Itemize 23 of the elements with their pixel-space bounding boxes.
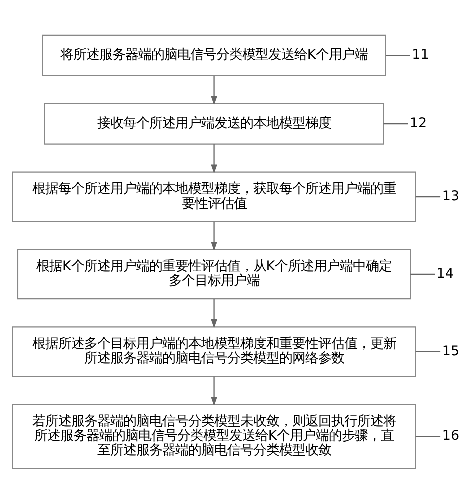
- node-text: 14: [436, 266, 454, 282]
- node-box: 接收每个所述用户端发送的本地模型梯度: [44, 102, 384, 144]
- arrow: [211, 144, 218, 174]
- connector: [384, 123, 408, 124]
- node-text: 13: [442, 189, 460, 204]
- connector: [416, 435, 441, 437]
- node-box: 若所述服务器端的脑电信号分类模型未收敛，则返回执行所述将所述服务器端的脑电信号分类模型发送给K个用户端的步骤，直至所述服务器端的脑电信号分类模型收敛: [12, 404, 416, 469]
- connector: [386, 54, 410, 56]
- arrow: [211, 376, 218, 406]
- connector: [416, 350, 441, 352]
- connector: [416, 196, 441, 198]
- node-text: 12: [410, 116, 428, 132]
- node-text: 11: [412, 48, 430, 63]
- node-box: 根据每个所述用户端的本地模型梯度，获取每个所述用户端的重要性评估值: [12, 171, 416, 222]
- node-box: 将所述服务器端的脑电信号分类模型发送给K个用户端: [42, 34, 386, 76]
- node-box: 根据K个所述用户端的重要性评估值，从K个所述用户端中确定多个目标用户端: [17, 248, 412, 300]
- node-box: 根据所述多个目标用户端的本地模型梯度和重要性评估值，更新所述服务器端的脑电信号分类模型的网络参数: [12, 326, 416, 377]
- connector: [410, 273, 436, 274]
- node-text: 16: [442, 428, 460, 444]
- arrow: [211, 221, 218, 251]
- arrow: [211, 298, 218, 328]
- node-text: 15: [442, 344, 460, 359]
- arrow: [211, 75, 218, 105]
